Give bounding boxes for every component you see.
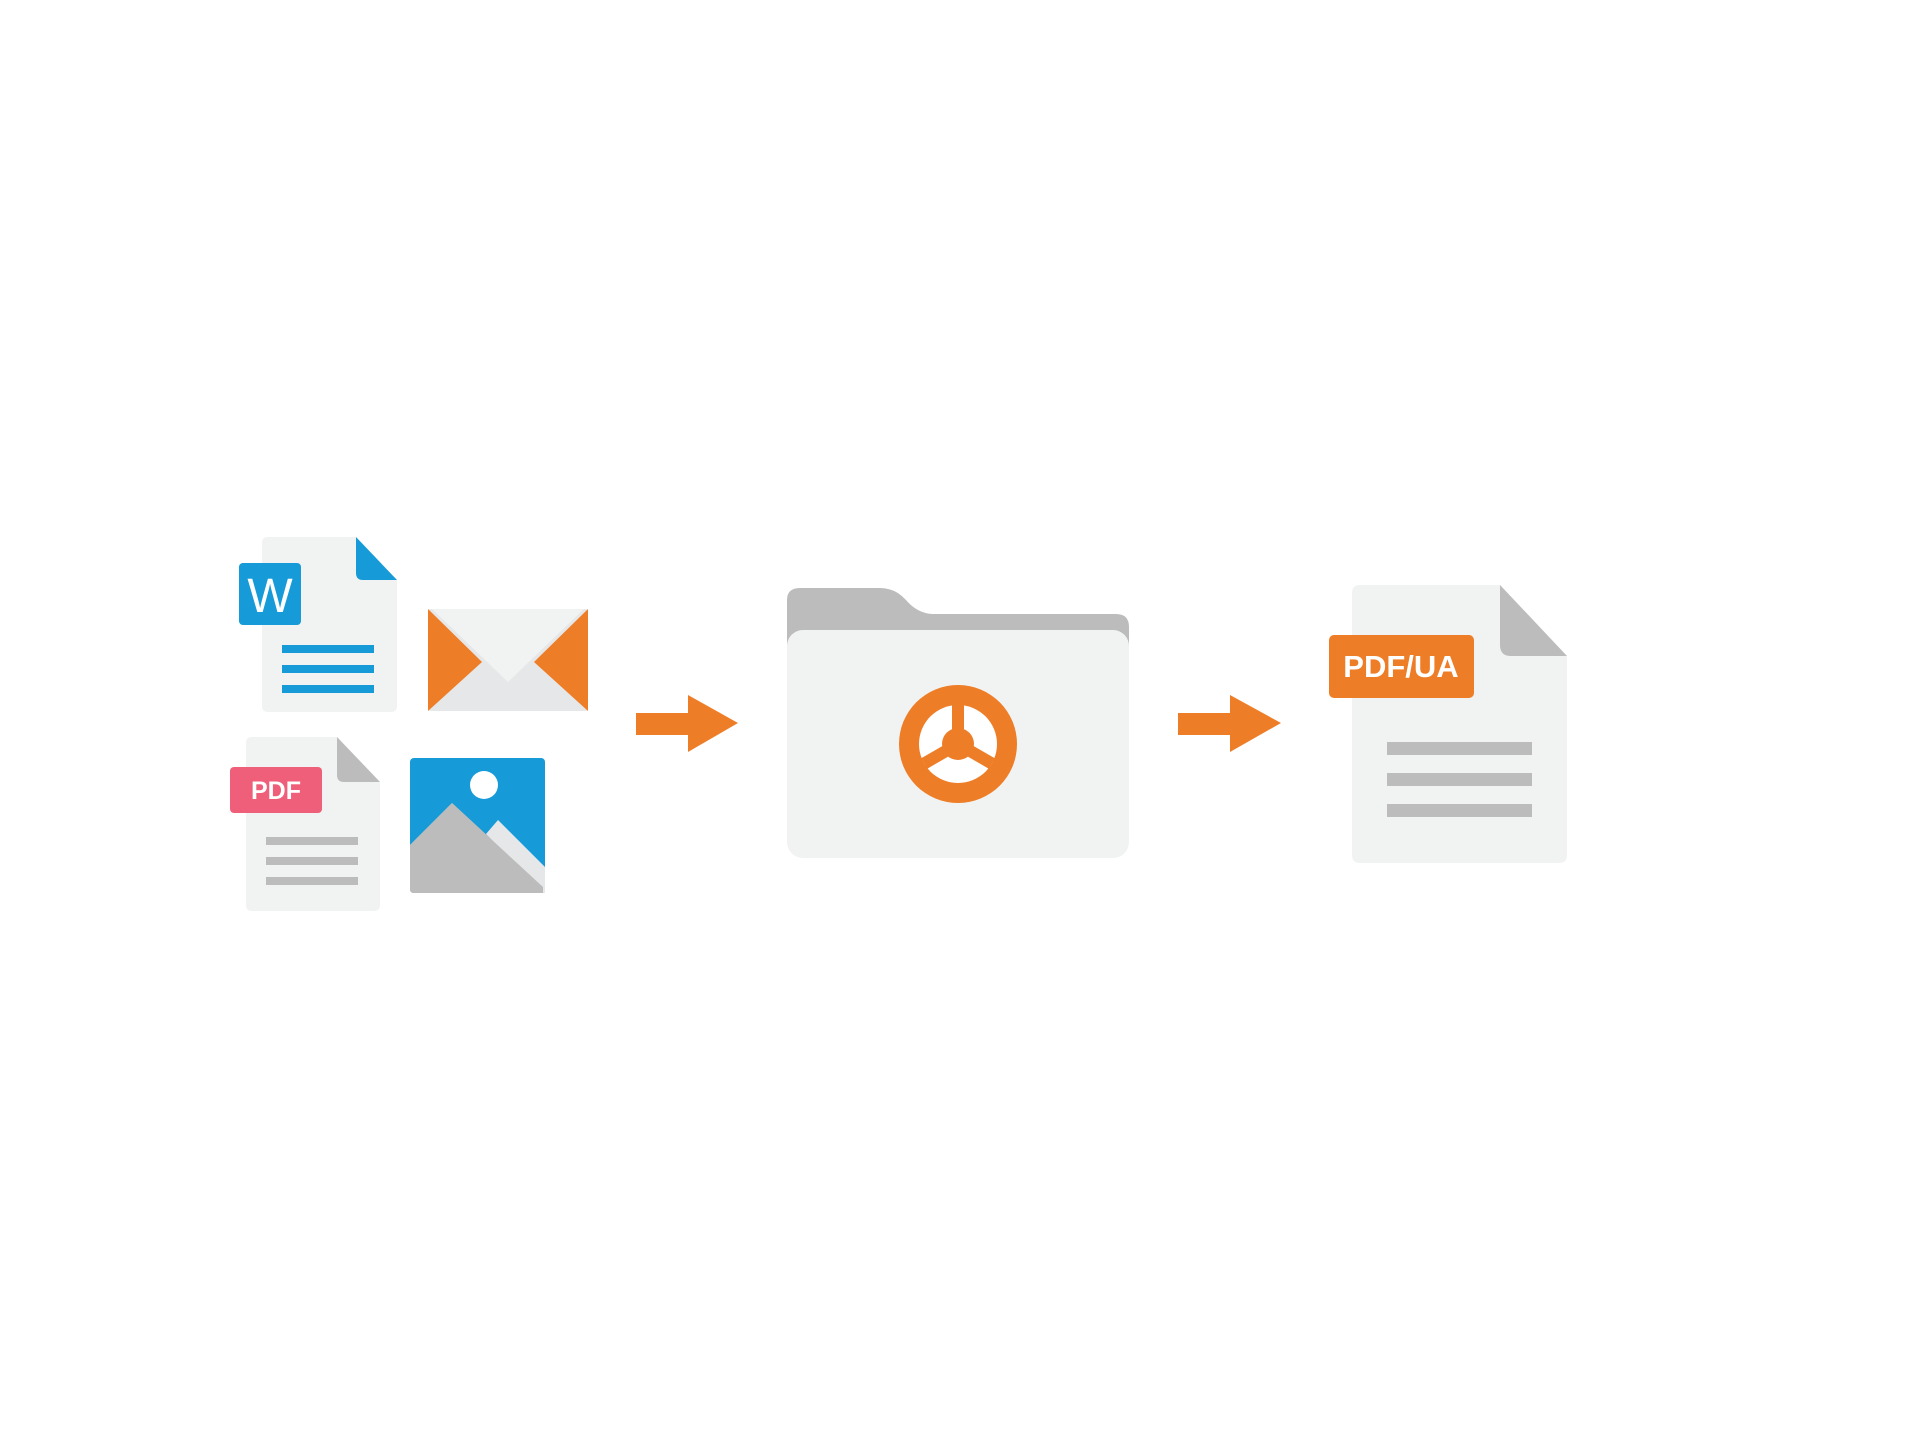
pdf-ua-document-icon: PDF/UA bbox=[1329, 585, 1567, 863]
pdf-document-icon: PDF bbox=[230, 737, 380, 911]
pdf-badge-label: PDF bbox=[251, 777, 301, 805]
arrow-right-icon bbox=[636, 695, 738, 752]
image-icon bbox=[410, 758, 545, 893]
word-document-fold bbox=[356, 537, 397, 580]
word-document-icon: W bbox=[239, 537, 397, 712]
pdf-ua-badge-label: PDF/UA bbox=[1343, 649, 1458, 684]
steering-wheel-hub bbox=[942, 728, 974, 760]
image-background-mountain bbox=[486, 820, 545, 893]
envelope-left-flap bbox=[428, 609, 482, 711]
folder-icon bbox=[787, 588, 1129, 858]
pdf-document-line bbox=[266, 857, 358, 865]
pdf-document-line bbox=[266, 877, 358, 885]
pdf-document-line bbox=[266, 837, 358, 845]
word-document-line bbox=[282, 645, 374, 653]
pdf-ua-document-line bbox=[1387, 742, 1532, 755]
image-foreground-mountain bbox=[410, 803, 543, 893]
word-document-line bbox=[282, 665, 374, 673]
steering-wheel-icon bbox=[899, 685, 1017, 803]
envelope-right-flap bbox=[534, 609, 588, 711]
arrow-right-icon bbox=[1178, 695, 1281, 752]
pdf-badge bbox=[230, 767, 322, 813]
pdf-ua-document-fold bbox=[1500, 585, 1567, 656]
pdf-ua-badge bbox=[1329, 635, 1474, 698]
envelope-top-flap bbox=[432, 609, 584, 682]
envelope-icon bbox=[428, 609, 588, 711]
pdf-document-fold bbox=[337, 737, 380, 782]
image-sun bbox=[470, 771, 498, 799]
pdf-ua-document-line bbox=[1387, 804, 1532, 817]
pdf-ua-document-line bbox=[1387, 773, 1532, 786]
word-badge-label: W bbox=[247, 570, 293, 623]
word-badge bbox=[239, 563, 301, 625]
word-document-line bbox=[282, 685, 374, 693]
